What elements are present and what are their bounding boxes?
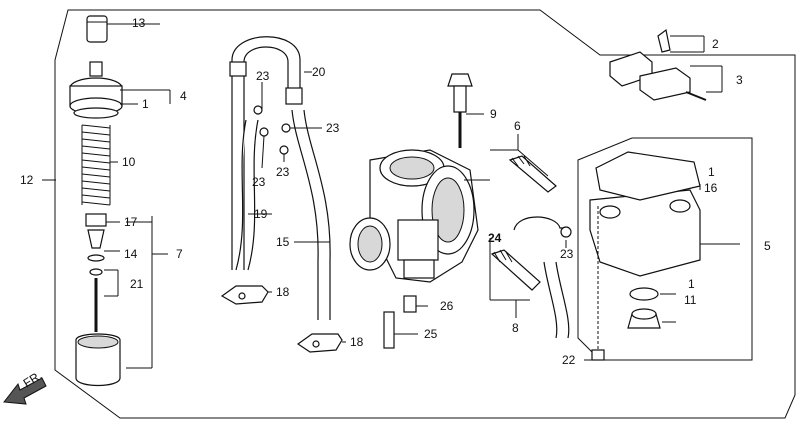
callout-1-chamber: 1: [708, 165, 715, 179]
callout-16: 16: [704, 181, 718, 195]
hose-clip-parts: [253, 82, 322, 169]
callout-13: 13: [132, 16, 146, 30]
throttle-valve-part: [75, 333, 121, 387]
callout-20: 20: [312, 65, 326, 79]
callout-24: 24: [488, 231, 502, 245]
hose-bracket-part: [220, 285, 272, 305]
assembly-frame: [54, 9, 796, 419]
callout-26: 26: [440, 299, 454, 313]
callout-10: 10: [122, 155, 136, 169]
drain-tube-part: [235, 109, 331, 320]
callout-7: 7: [176, 247, 183, 261]
throttle-stop-screw-part: [489, 238, 541, 318]
callout-1-top: 1: [142, 97, 149, 111]
callout-23-d: 23: [276, 165, 290, 179]
idle-screw-part: [447, 73, 484, 148]
float-chamber-frame: [577, 137, 753, 361]
float-part: [609, 28, 723, 101]
callout-22: 22: [562, 353, 576, 367]
carburetor-body: [349, 149, 490, 283]
needle-retainer-part: [85, 213, 120, 262]
callout-17: 17: [124, 215, 138, 229]
callout-21: 21: [130, 277, 144, 291]
callout-18-a: 18: [276, 285, 290, 299]
hose-bracket-part-2: [296, 333, 346, 353]
overflow-hose-part: [513, 216, 572, 339]
callout-8: 8: [512, 321, 519, 335]
drain-plug-part: [627, 287, 676, 329]
callout-25: 25: [424, 327, 438, 341]
needle-jet-part: [383, 311, 418, 349]
callout-11: 11: [684, 293, 697, 307]
callout-23-c: 23: [252, 175, 266, 189]
cable-cap-part: [86, 15, 160, 43]
callout-6: 6: [514, 119, 521, 133]
callout-19: 19: [254, 207, 268, 221]
callout-4: 4: [180, 89, 187, 103]
callout-15: 15: [276, 235, 290, 249]
top-cap-part: [69, 61, 171, 119]
air-screw-part: [490, 134, 557, 193]
callout-5: 5: [764, 239, 771, 253]
callout-2: 2: [712, 37, 719, 51]
callout-23-e: 23: [560, 247, 574, 261]
callout-12: 12: [20, 173, 34, 187]
callout-1-plug: 1: [688, 277, 695, 291]
callout-3: 3: [736, 73, 743, 87]
callout-23-a: 23: [256, 69, 270, 83]
callout-18-b: 18: [350, 335, 364, 349]
chamber-screw-part: [584, 206, 605, 361]
float-chamber-part: [589, 151, 740, 277]
main-jet-part: [403, 295, 428, 313]
jet-needle-part: [89, 268, 119, 332]
callout-14: 14: [124, 247, 138, 261]
front-direction-arrow-icon: [3, 377, 47, 405]
throttle-spring-part: [81, 124, 118, 206]
callout-9: 9: [490, 107, 497, 121]
callout-23-b: 23: [326, 121, 340, 135]
